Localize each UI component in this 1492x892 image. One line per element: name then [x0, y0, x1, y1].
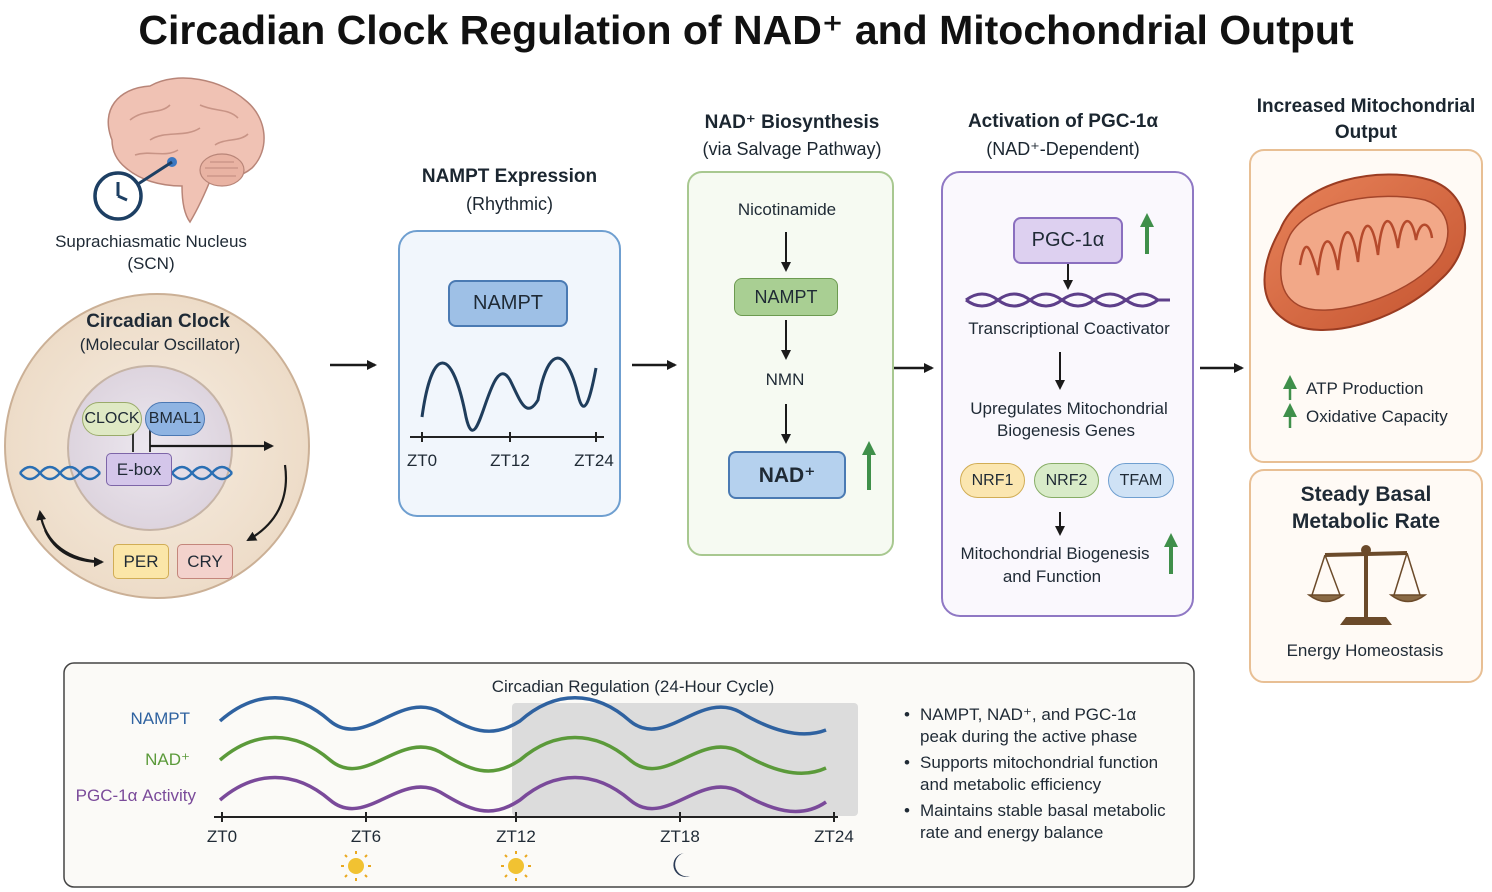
nrf2-gene: NRF2 [1034, 463, 1099, 498]
pgc-dna-helix [965, 292, 1170, 308]
nampt-expression-title: NAMPT Expression [421, 166, 598, 187]
clock-protein: CLOCK [82, 402, 142, 436]
sun-icon [341, 851, 371, 881]
clock-icon [93, 171, 143, 221]
nmn-label: NMN [765, 370, 805, 389]
cycle-tick: ZT6 [350, 827, 382, 846]
nicotinamide-label: Nicotinamide [737, 200, 837, 219]
scn-label: Suprachiasmatic Nucleus [55, 232, 247, 251]
bmal1-protein: BMAL1 [145, 402, 205, 436]
balance-scale-icon [1306, 545, 1428, 625]
sun-icon [501, 851, 531, 881]
ebox-element: E-box [106, 453, 172, 486]
tfam-gene: TFAM [1108, 463, 1174, 498]
atp-production-label: ATP Production [1306, 379, 1424, 398]
scn-label-abbrev: (SCN) [127, 254, 175, 273]
basal-title-line1: Steady Basal [1300, 483, 1432, 506]
nad-box: NAD⁺ [728, 451, 846, 499]
upregulates-line2: Biogenesis Genes [997, 421, 1135, 440]
biogenesis-line1: Mitochondrial Biogenesis [960, 544, 1150, 563]
nampt-expression-subtitle: (Rhythmic) [465, 194, 553, 214]
pgc-title: Activation of PGC-1α [967, 111, 1159, 132]
pgc-panel [941, 171, 1194, 617]
cycle-tick: ZT0 [206, 827, 238, 846]
note-1-line2: peak during the active phase [920, 727, 1138, 746]
bullet-dot: • [904, 705, 910, 724]
basal-title-line2: Metabolic Rate [1291, 510, 1441, 533]
nampt-enzyme-box: NAMPT [734, 278, 838, 316]
series-label-nampt: NAMPT [130, 709, 191, 728]
nampt-curve [218, 696, 827, 736]
page-title: Circadian Clock Regulation of NAD⁺ and M… [138, 7, 1354, 53]
nampt-tick-zt0: ZT0 [406, 451, 438, 470]
oxidative-capacity-label: Oxidative Capacity [1306, 407, 1448, 426]
note-1-line1: NAMPT, NAD⁺, and PGC-1α [920, 705, 1137, 724]
nampt-tick-zt12: ZT12 [490, 451, 530, 470]
nrf1-gene: NRF1 [960, 463, 1025, 498]
nad-curve [218, 735, 827, 775]
nampt-box: NAMPT [448, 280, 568, 327]
pgc-curve [218, 775, 827, 814]
output-title-line1: Increased Mitochondrial [1256, 96, 1476, 117]
per-cry-arrow [246, 464, 288, 541]
cycle-tick: ZT24 [814, 827, 854, 846]
biogenesis-line2: and Function [1002, 567, 1102, 586]
bullet-dot: • [904, 801, 910, 820]
scn-pointer-line [137, 160, 173, 186]
mitochondrion-icon [1263, 173, 1467, 331]
series-label-nad: NAD⁺ [145, 750, 190, 769]
per-protein: PER [113, 544, 169, 579]
nad-biosynthesis-subtitle: (via Salvage Pathway) [702, 139, 882, 159]
series-label-pgc: PGC-1α Activity [75, 786, 196, 805]
bullet-dot: • [904, 753, 910, 772]
clock-subtitle: (Molecular Oscillator) [79, 335, 241, 354]
upregulates-line1: Upregulates Mitochondrial [970, 399, 1168, 418]
cry-protein: CRY [177, 544, 233, 579]
note-3-line1: Maintains stable basal metabolic [920, 801, 1166, 820]
cycle-tick: ZT18 [660, 827, 700, 846]
energy-homeostasis-label: Energy Homeostasis [1286, 641, 1444, 660]
nad-biosynthesis-title: NAD⁺ Biosynthesis [704, 112, 880, 133]
cycle-title: Circadian Regulation (24-Hour Cycle) [491, 677, 775, 696]
pgc-box: PGC-1α [1013, 217, 1123, 264]
note-2-line2: and metabolic efficiency [920, 775, 1102, 794]
note-3-line2: rate and energy balance [920, 823, 1104, 842]
nampt-tick-zt24: ZT24 [574, 451, 614, 470]
output-title-line2: Output [1334, 122, 1398, 143]
pgc-subtitle: (NAD⁺-Dependent) [986, 139, 1140, 159]
dna-helix [19, 465, 233, 481]
feedback-arrow-2 [43, 529, 104, 567]
coactivator-label: Transcriptional Coactivator [968, 319, 1170, 338]
clock-title: Circadian Clock [86, 311, 230, 332]
note-2-line1: Supports mitochondrial function [920, 753, 1159, 772]
cycle-tick: ZT12 [496, 827, 536, 846]
